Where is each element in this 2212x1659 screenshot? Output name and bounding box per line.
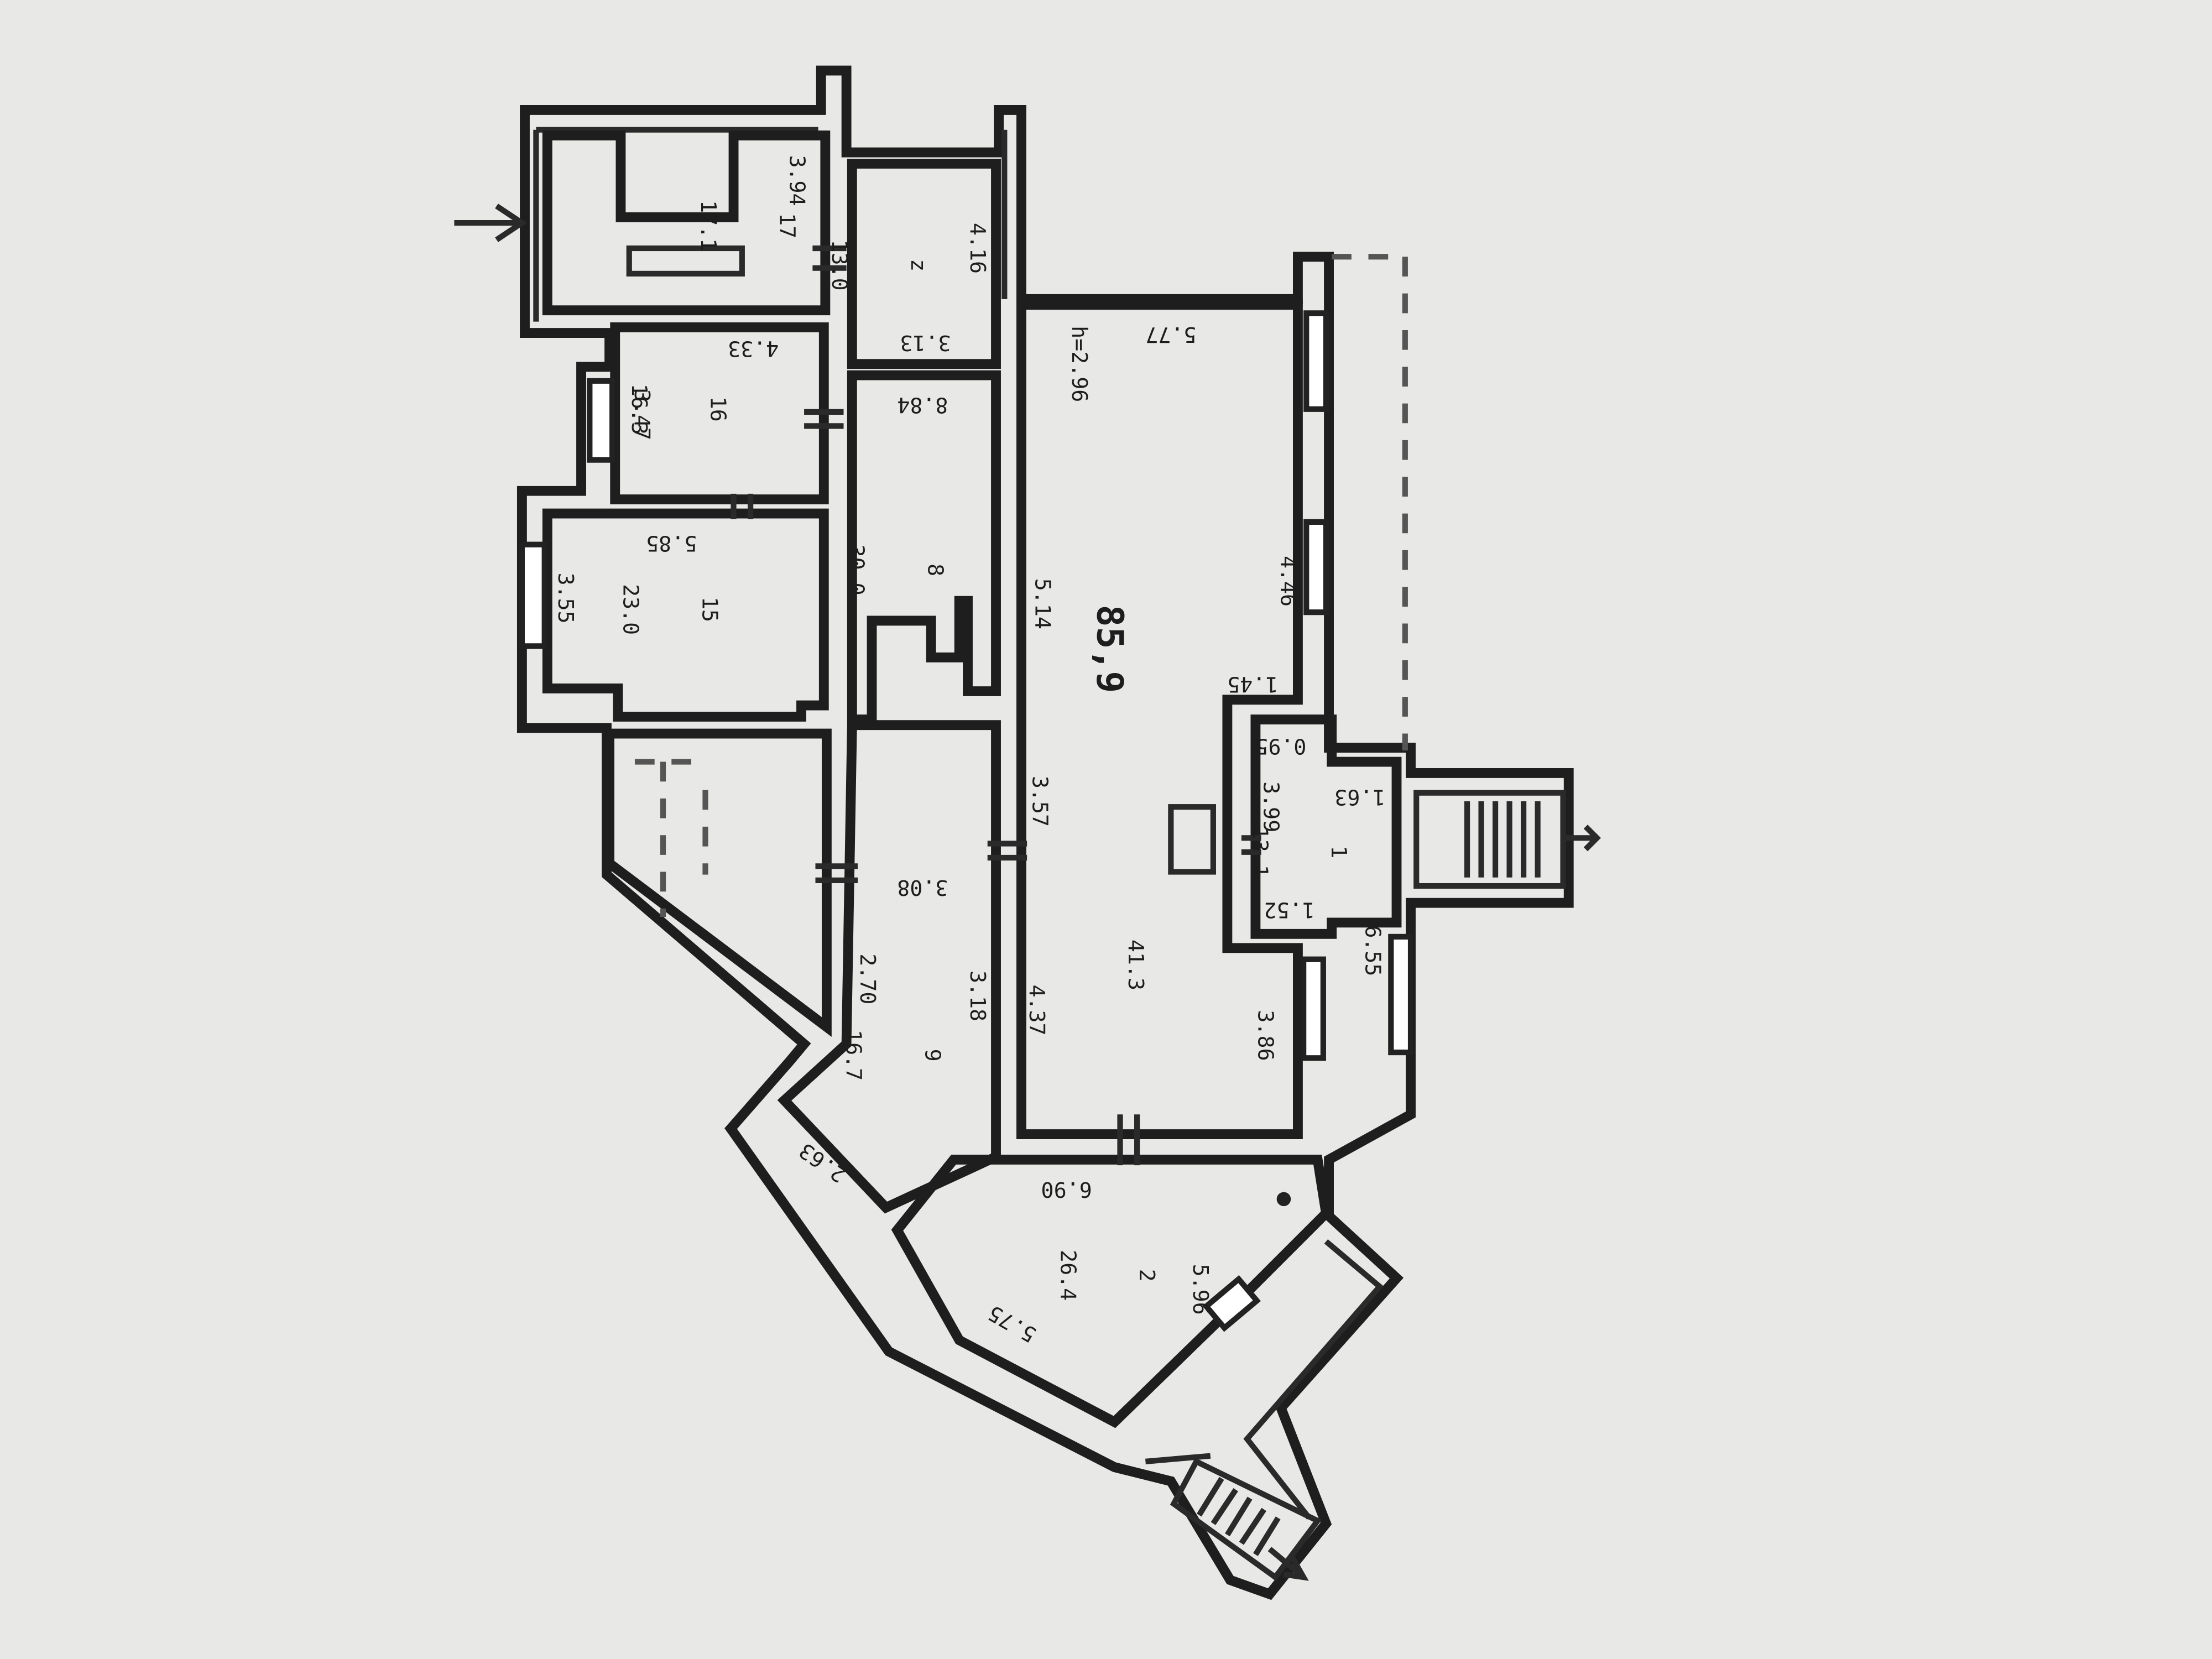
dim-label: 3.99	[1259, 781, 1284, 832]
dim-label: 5.14	[1030, 578, 1055, 629]
dim-label: 3.55	[553, 573, 578, 624]
door-marks	[731, 245, 1261, 1166]
room-3-label: 41.3	[1123, 940, 1148, 990]
entry-arrow	[454, 204, 528, 242]
stairs-bottom	[1170, 1458, 1322, 1582]
room-15-label: 1523.0	[618, 584, 722, 635]
room-2-label: 226.4	[1055, 1250, 1159, 1301]
dim-label: 6.55	[1360, 925, 1385, 976]
exterior-walls	[517, 65, 1574, 1600]
room-17-label: 1717.1	[696, 200, 800, 251]
dim-label: 3.47	[629, 389, 654, 440]
room-z-label: z13.0	[827, 240, 931, 291]
fixture-17	[626, 245, 745, 276]
interior-walls	[542, 130, 1402, 1520]
dim-label: 2.70	[855, 953, 880, 1004]
dashed-outline	[1332, 254, 1408, 751]
dim-label: 1.45	[1227, 671, 1278, 696]
room-9-label: 916.7	[841, 1030, 945, 1081]
dim-label: 4.46	[1275, 556, 1300, 607]
room-labels: 1717.1 z13.0 1616.3 1523.0 830.0 916.7 4…	[618, 200, 1352, 1301]
dim-label: 6.90	[1041, 1177, 1092, 1202]
dim-label: 4.33	[728, 336, 779, 361]
dim-label: 1.63	[1334, 785, 1385, 810]
room-1-label: 113.1	[1247, 827, 1351, 878]
dim-label: 3.57	[1027, 776, 1052, 827]
windows	[519, 310, 1414, 1332]
dim-label: 4.37	[1024, 984, 1049, 1035]
room-8-label: 830.0	[844, 545, 948, 596]
room-16-label: 1616.3	[627, 384, 731, 435]
dim-label: 5.85	[646, 530, 697, 555]
dim-label: 3.18	[965, 971, 990, 1021]
dim-label: 8.84	[897, 392, 948, 417]
stairs-right	[1413, 790, 1601, 889]
ceiling-height: h=2.96	[1067, 326, 1092, 402]
dim-label: 5.77	[1145, 322, 1196, 347]
dim-label: 4.16	[965, 223, 990, 274]
dim-label: 3.13	[900, 330, 951, 355]
dim-label: 3.86	[1253, 1010, 1278, 1061]
dim-label: 3.08	[897, 875, 948, 900]
dim-label: 0.95	[1255, 734, 1306, 759]
dim-label: 3.94	[785, 155, 810, 206]
dim-label: 1.52	[1264, 898, 1315, 922]
dim-label: 5.96	[1188, 1264, 1213, 1315]
main-hall-area: 85,9	[1089, 605, 1132, 693]
